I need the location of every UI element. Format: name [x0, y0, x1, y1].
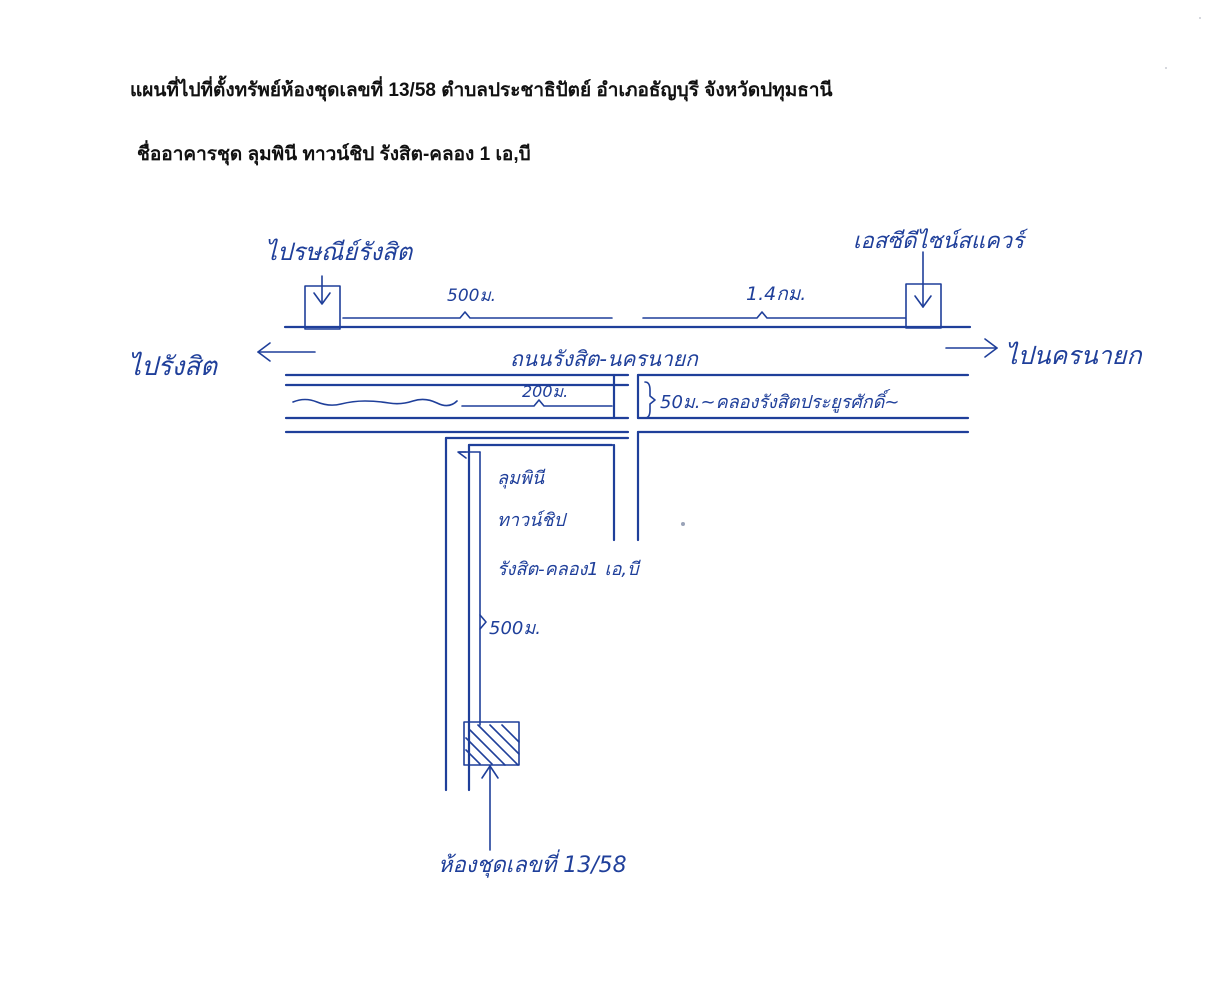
main-road-label: ถนนรังสิต-นครนายก [510, 347, 699, 371]
to-rangsit-label: ไปรังสิต [128, 351, 218, 382]
sc-design-square-label: เอสซีดีไซน์สแควร์ [853, 228, 1029, 254]
post-office-marker [304, 275, 341, 330]
arrow-right-icon [945, 338, 998, 358]
sc-design-square-marker [905, 251, 942, 329]
post-office-label: ไปรษณีย์รังสิต [265, 238, 414, 266]
unit-location-marker [463, 721, 520, 851]
project-name-line-3: รังสิต-คลอง1 เอ,บี [497, 559, 642, 580]
document-title: แผนที่ไปที่ตั้งทรัพย์ห้องชุดเลขที่ 13/58… [130, 80, 833, 101]
side-road [444, 430, 640, 792]
project-name-line-1: ลุมพินี [497, 468, 546, 489]
distance-label-soi: 500ม. [489, 618, 541, 639]
project-name-line-2: ทาวน์ชิป [497, 510, 568, 531]
distance-label-200m: 200ม. [522, 382, 568, 401]
distance-label-500m: 500ม. [447, 286, 496, 306]
arrow-left-icon [257, 342, 316, 362]
to-nakhon-nayok-label: ไปนครนายก [1005, 341, 1143, 370]
canal-label: 50ม.~คลองรังสิตประยูรศักดิ์~ [660, 388, 899, 413]
distance-bracket-right [642, 311, 906, 319]
canal [284, 373, 970, 420]
distance-bracket-left [342, 311, 613, 319]
distance-label-1-4km: 1.4กม. [746, 283, 806, 305]
building-name: ชื่ออาคารชุด ลุมพินี ทาวน์ชิป รังสิต-คลอ… [137, 144, 531, 165]
unit-number-label: ห้องชุดเลขที่ 13/58 [438, 849, 627, 878]
